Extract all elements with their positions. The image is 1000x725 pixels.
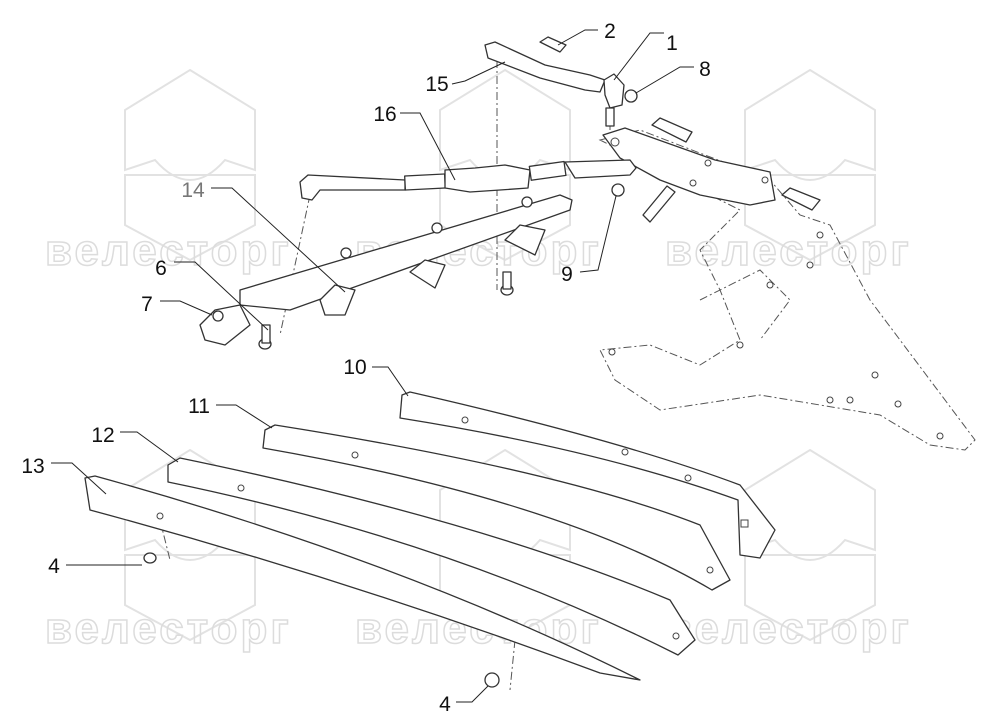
callout-4: 4 bbox=[48, 555, 60, 578]
part-1-thread bbox=[605, 107, 615, 127]
bolt-icon bbox=[781, 187, 821, 211]
callout-9: 9 bbox=[561, 263, 573, 286]
callout-2: 2 bbox=[604, 20, 616, 43]
callout-8: 8 bbox=[699, 58, 711, 81]
part-4-bolt bbox=[143, 552, 157, 564]
part-10-strip bbox=[399, 391, 776, 559]
callout-11: 11 bbox=[188, 395, 210, 418]
mounting-bracket bbox=[602, 117, 821, 223]
part-16-turnbuckle bbox=[299, 159, 637, 201]
callout-12: 12 bbox=[91, 424, 114, 447]
part-14-rail bbox=[199, 194, 573, 350]
callout-13: 13 bbox=[21, 455, 44, 478]
center-line bbox=[279, 194, 311, 336]
part-8-nut bbox=[624, 89, 638, 103]
part-12-strip bbox=[167, 457, 696, 656]
part-1-clevis bbox=[603, 73, 625, 109]
part-15-link bbox=[484, 41, 606, 93]
callout-7: 7 bbox=[141, 293, 153, 316]
watermark-text: велесторг bbox=[665, 226, 912, 275]
watermark-text: велесторг bbox=[45, 604, 292, 653]
part-2-bolt bbox=[539, 36, 567, 53]
callout-4: 4 bbox=[439, 693, 451, 716]
watermark-text: велесторг bbox=[665, 604, 912, 653]
part-9-nut bbox=[611, 183, 625, 197]
callout-14: 14 bbox=[181, 179, 205, 202]
bolt-icon bbox=[642, 185, 676, 223]
part-4-bolt bbox=[484, 672, 500, 688]
leader-lines bbox=[51, 29, 694, 703]
part-13-strip bbox=[84, 475, 641, 681]
callout-15: 15 bbox=[425, 73, 448, 96]
blade-strips bbox=[84, 391, 776, 688]
part-7-nut bbox=[212, 310, 224, 322]
callout-6: 6 bbox=[155, 257, 167, 280]
callout-1: 1 bbox=[666, 32, 678, 55]
callout-10: 10 bbox=[343, 356, 366, 379]
bolt-icon bbox=[651, 117, 693, 143]
callout-16: 16 bbox=[373, 103, 396, 126]
part-11-strip bbox=[262, 424, 731, 591]
plough-frame bbox=[598, 129, 976, 451]
watermark-text: велесторг bbox=[45, 226, 292, 275]
